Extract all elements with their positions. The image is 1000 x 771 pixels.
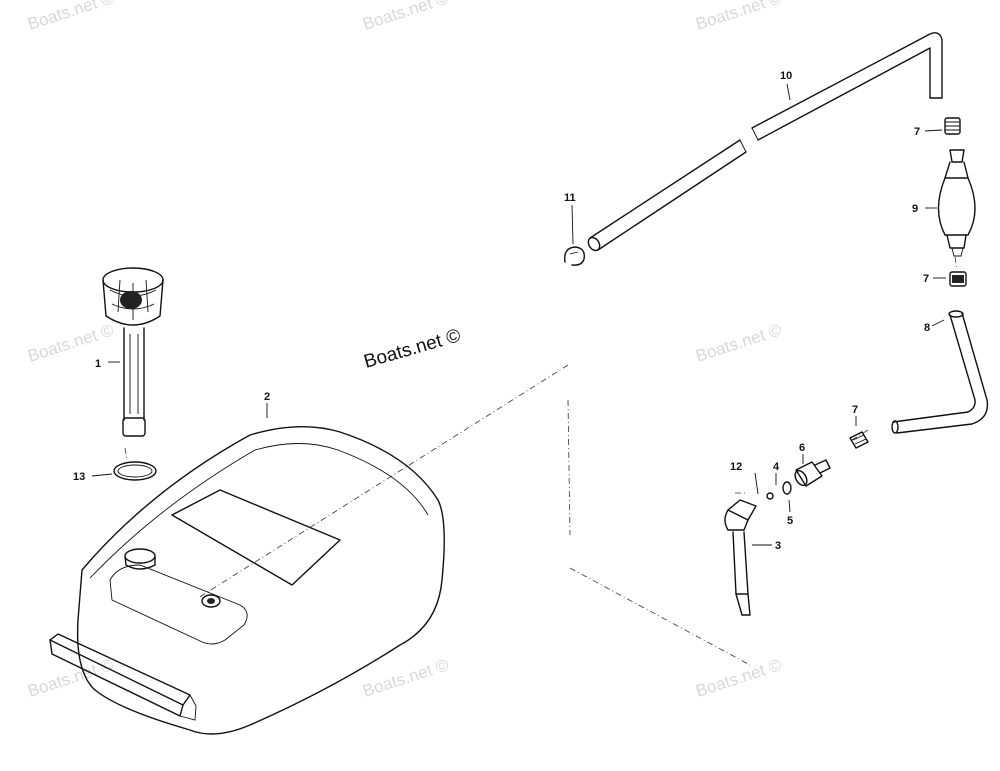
gasket: [113, 461, 157, 481]
primer-bulb: [937, 149, 976, 257]
watermark: Boats.net ©: [360, 0, 451, 34]
watermark: Boats.net ©: [25, 320, 116, 366]
hose-upper: [587, 32, 943, 252]
watermark: Boats.net ©: [693, 0, 784, 34]
clamp-7-top: [944, 117, 961, 135]
callout-9: 9: [912, 203, 918, 215]
callout-7-mid: 7: [923, 273, 929, 285]
callout-7-low: 7: [852, 404, 858, 416]
callout-3: 3: [775, 540, 781, 552]
fuel-tank: [49, 426, 445, 735]
callout-4: 4: [773, 461, 780, 473]
clamp-7-low: [849, 431, 869, 449]
watermark: Boats.net ©: [693, 320, 784, 366]
callout-11: 11: [564, 192, 576, 204]
clamp-7-mid: [949, 271, 967, 287]
leader-lines: [91, 83, 946, 546]
callout-7-top: 7: [914, 126, 920, 138]
callout-labels: 1 2 3 4 5 6 7 7 7 8 9 10 11 12 13: [73, 70, 930, 552]
callout-12: 12: [730, 461, 742, 473]
watermark-main: Boats.net ©: [362, 325, 463, 373]
alignment-lines: [124, 256, 958, 666]
callout-10: 10: [780, 70, 792, 82]
callout-2: 2: [264, 391, 270, 403]
hose-lower: [891, 310, 989, 434]
callout-6: 6: [799, 442, 805, 454]
callout-5: 5: [787, 515, 793, 527]
callout-8: 8: [924, 322, 930, 334]
connector: [794, 459, 831, 487]
watermark: Boats.net ©: [693, 655, 784, 701]
elbow-and-pickup-tube: [724, 499, 757, 616]
fuel-gauge-assembly: [102, 267, 164, 437]
watermark: Boats.net ©: [25, 0, 116, 34]
clamp-11: [564, 246, 585, 266]
washer-and-oring: [766, 481, 792, 500]
callout-13: 13: [73, 471, 85, 483]
callout-1: 1: [95, 358, 101, 370]
